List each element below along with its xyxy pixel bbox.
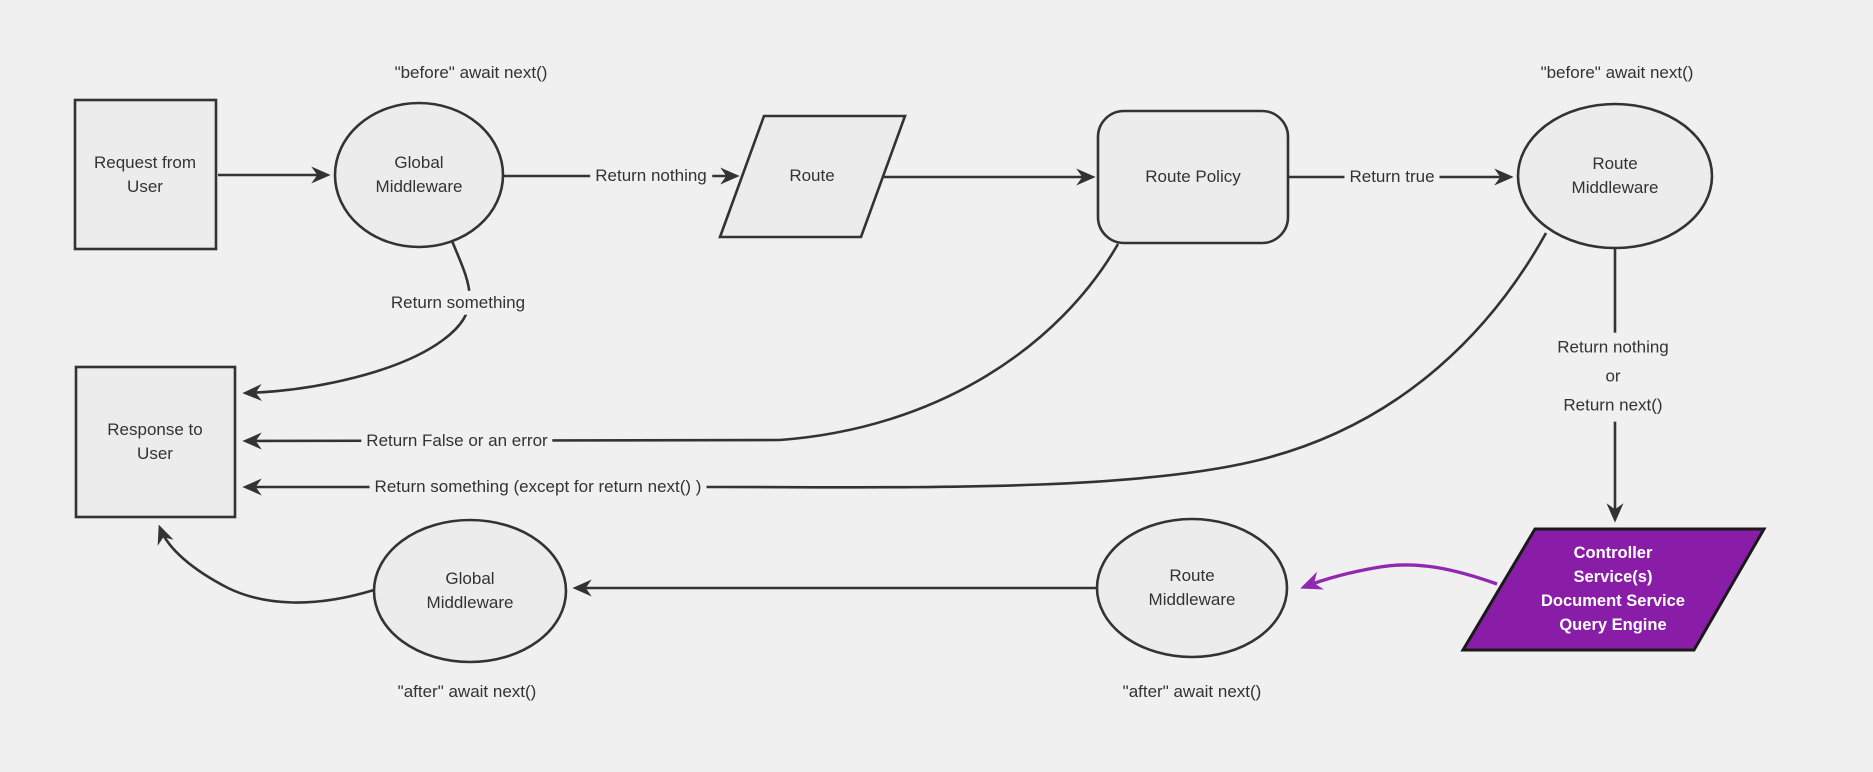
controller-services-parallelogram — [1460, 527, 1767, 652]
request-from-user-box — [73, 98, 218, 251]
edge-route-policy-return-false — [242, 243, 1120, 450]
route-middleware-bottom-ellipse — [1095, 517, 1289, 659]
route-middleware-top-ellipse — [1516, 102, 1714, 250]
response-to-user-box — [74, 365, 237, 519]
edge-global-middleware-to-response — [157, 524, 375, 604]
route-parallelogram — [718, 114, 907, 239]
global-middleware-bottom-ellipse — [372, 518, 568, 664]
edge-global-middleware-return-something — [242, 240, 471, 402]
route-policy-box — [1096, 109, 1290, 245]
edge-controller-to-route-middleware-after — [1300, 563, 1498, 590]
edge-route-middleware-return-something-except — [242, 232, 1548, 496]
global-middleware-top-ellipse — [333, 101, 505, 249]
